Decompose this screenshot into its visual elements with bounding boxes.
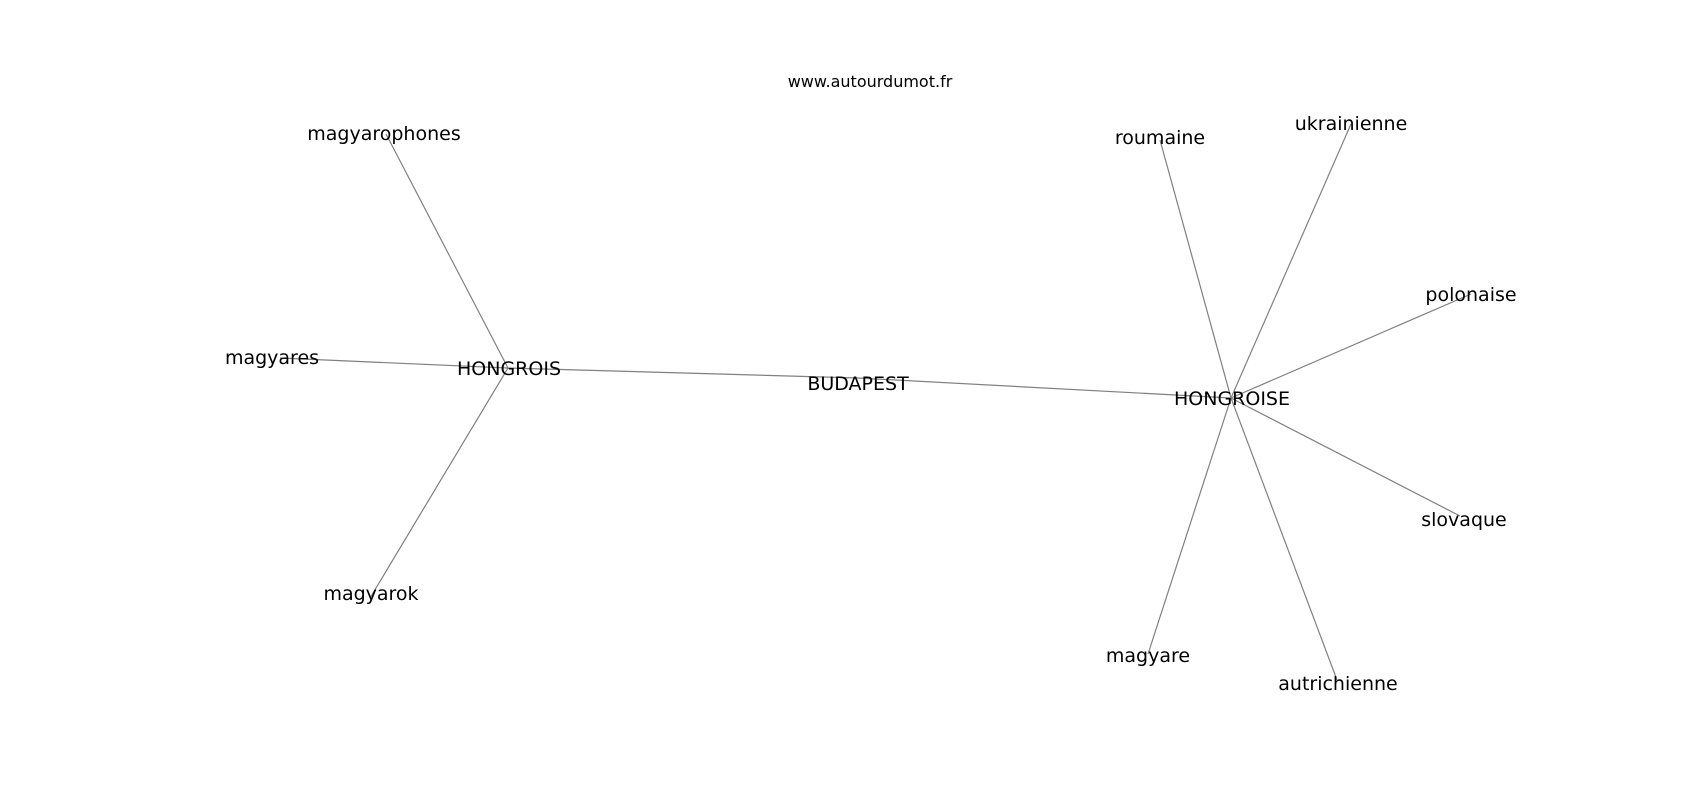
edge-budapest-hongroise (857, 377, 1232, 399)
edge-hongroise-roumaine (1159, 139, 1232, 399)
edge-hongrois-magyarok (369, 367, 509, 599)
edge-hongrois-magyares (279, 357, 509, 369)
graph-node-labels: BUDAPEST HONGROIS HONGROISE magyarophones ma… (225, 113, 1517, 695)
edge-hongrois-magyarophones (385, 133, 509, 369)
edge-budapest-hongrois (507, 367, 859, 379)
site-watermark: www.autourdumot.fr (788, 72, 953, 91)
edge-hongroise-slovaque (1230, 397, 1461, 517)
node-label-autrichienne: autrichienne (1278, 673, 1397, 695)
node-label-slovaque: slovaque (1421, 509, 1506, 531)
node-label-magyarophones: magyarophones (307, 123, 460, 145)
edge-hongroise-ukrainienne (1230, 123, 1352, 399)
node-label-hongrois: HONGROIS (457, 358, 561, 380)
node-label-magyares: magyares (225, 347, 319, 369)
node-label-roumaine: roumaine (1115, 127, 1205, 149)
node-label-hongroise: HONGROISE (1174, 388, 1290, 410)
node-label-polonaise: polonaise (1425, 284, 1516, 306)
node-label-magyare: magyare (1106, 645, 1190, 667)
node-label-magyarok: magyarok (323, 583, 418, 605)
edge-hongroise-polonaise (1230, 293, 1472, 399)
edge-hongroise-magyare (1147, 397, 1232, 655)
edge-hongroise-autrichienne (1230, 397, 1338, 681)
node-label-budapest: BUDAPEST (807, 373, 909, 395)
graph-edges (279, 123, 1472, 681)
node-label-ukrainienne: ukrainienne (1295, 113, 1408, 135)
